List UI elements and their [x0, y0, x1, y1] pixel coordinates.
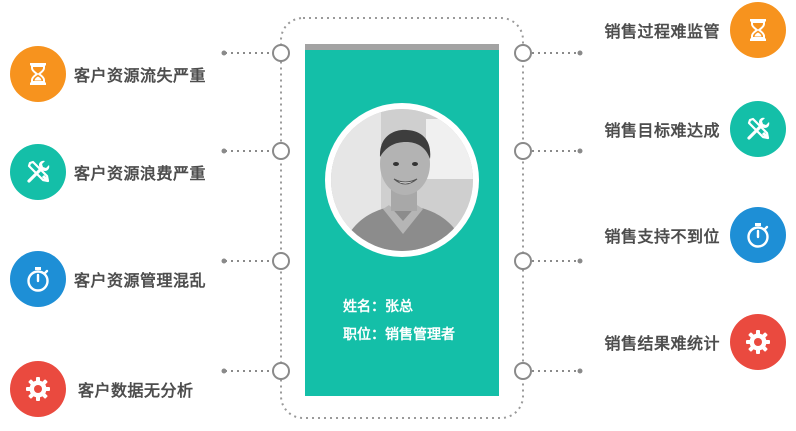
- right-item-label: 销售过程难监管: [604, 22, 720, 41]
- stopwatch-icon: [10, 251, 66, 307]
- profile-name: 姓名：张总: [343, 299, 413, 315]
- left-item-label: 客户数据无分析: [78, 381, 194, 400]
- left-item-2: 客户资源浪费严重: [10, 144, 206, 200]
- device-outline: [280, 17, 524, 419]
- right-item-1: 销售过程难监管: [604, 2, 786, 58]
- gear-icon: [730, 314, 786, 370]
- right-item-3: 销售支持不到位: [604, 207, 786, 263]
- right-item-label: 销售目标难达成: [604, 121, 720, 140]
- right-connectors: [532, 52, 578, 372]
- right-item-label: 销售结果难统计: [604, 334, 720, 353]
- stopwatch-icon: [730, 207, 786, 263]
- tools-icon: [10, 144, 66, 200]
- tools-icon: [730, 101, 786, 157]
- left-item-label: 客户资源流失严重: [74, 66, 207, 85]
- profile-role: 职位：销售管理者: [343, 327, 455, 343]
- left-item-label: 客户资源管理混乱: [74, 271, 207, 290]
- left-item-4: 客户数据无分析: [10, 361, 194, 417]
- right-connector-dots: [577, 50, 583, 374]
- right-connector-rings: [514, 44, 532, 380]
- person-photo-icon: [331, 109, 473, 251]
- left-item-label: 客户资源浪费严重: [74, 164, 207, 183]
- left-connector-rings: [272, 44, 290, 380]
- hourglass-icon: [730, 2, 786, 58]
- left-item-1: 客户资源流失严重: [10, 46, 206, 102]
- right-item-4: 销售结果难统计: [604, 314, 786, 370]
- gear-icon: [10, 361, 66, 417]
- avatar: [325, 103, 479, 257]
- hourglass-icon: [10, 46, 66, 102]
- avatar-photo: [331, 109, 473, 251]
- right-item-label: 销售支持不到位: [604, 227, 720, 246]
- right-item-2: 销售目标难达成: [604, 101, 786, 157]
- left-item-3: 客户资源管理混乱: [10, 251, 206, 307]
- left-connectors: [225, 52, 272, 372]
- panel-top-bar: [305, 44, 499, 50]
- left-connector-dots: [221, 50, 227, 374]
